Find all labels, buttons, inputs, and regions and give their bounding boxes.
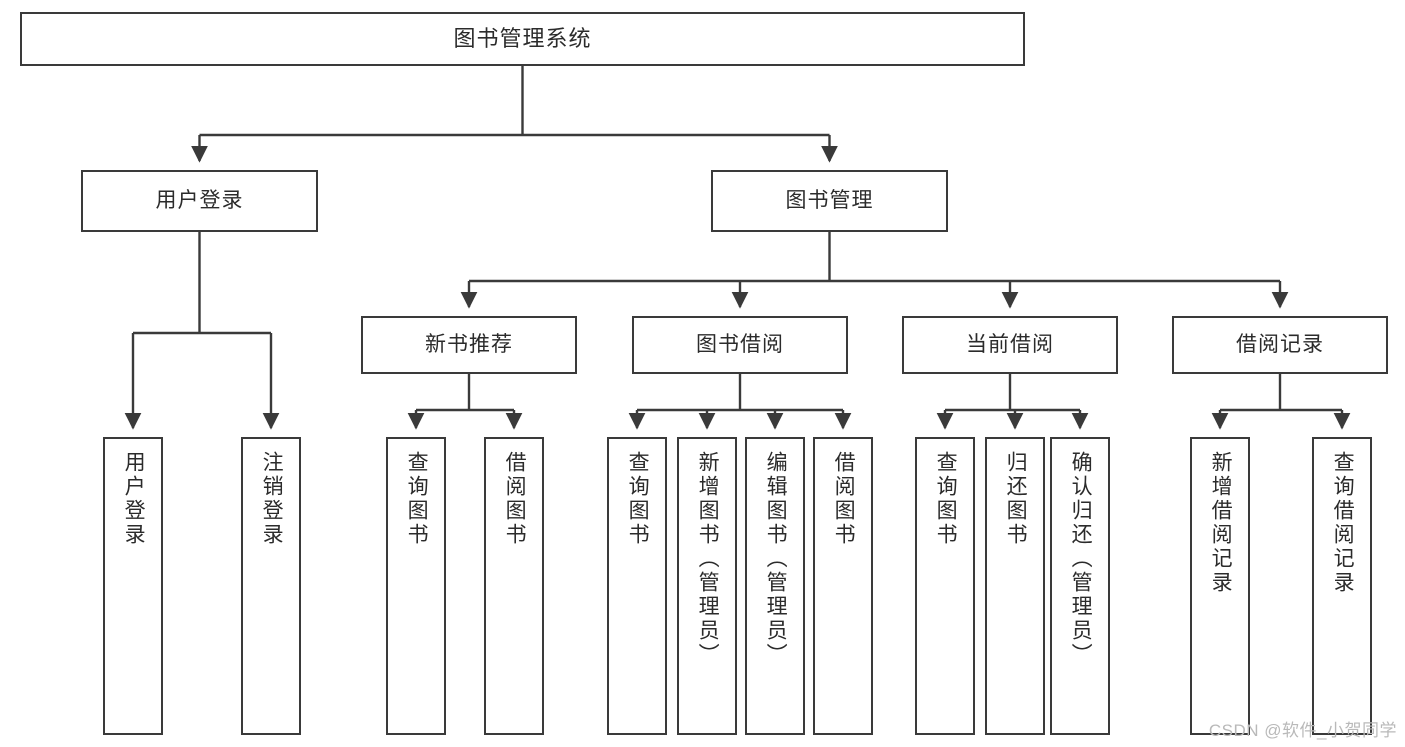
leaf-borrow-book-recommend[interactable]: 借阅图书 bbox=[484, 437, 544, 735]
leaf-add-book-admin[interactable]: 新增图书（管理员） bbox=[677, 437, 737, 735]
node-root[interactable]: 图书管理系统 bbox=[20, 12, 1025, 66]
leaf-query-borrow-record[interactable]: 查询借阅记录 bbox=[1312, 437, 1372, 735]
leaf-label: 查询图书 bbox=[626, 451, 650, 547]
leaf-label: 借阅图书 bbox=[503, 451, 527, 547]
node-user-login[interactable]: 用户登录 bbox=[81, 170, 318, 232]
node-book-borrow[interactable]: 图书借阅 bbox=[632, 316, 848, 374]
leaf-label: 归还图书 bbox=[1004, 451, 1028, 547]
leaf-user-logout[interactable]: 注销登录 bbox=[241, 437, 301, 735]
leaf-query-book-borrow[interactable]: 查询图书 bbox=[607, 437, 667, 735]
leaf-edit-book-admin[interactable]: 编辑图书（管理员） bbox=[745, 437, 805, 735]
leaf-label: 借阅图书 bbox=[832, 451, 856, 547]
leaf-label: 查询图书 bbox=[934, 451, 958, 547]
node-book-manage[interactable]: 图书管理 bbox=[711, 170, 948, 232]
leaf-borrow-book[interactable]: 借阅图书 bbox=[813, 437, 873, 735]
leaf-label: 编辑图书（管理员） bbox=[764, 451, 788, 667]
leaf-query-book-recommend[interactable]: 查询图书 bbox=[386, 437, 446, 735]
leaf-user-login[interactable]: 用户登录 bbox=[103, 437, 163, 735]
leaf-label: 新增图书（管理员） bbox=[696, 451, 720, 667]
node-borrow-record[interactable]: 借阅记录 bbox=[1172, 316, 1388, 374]
node-new-book-recommend[interactable]: 新书推荐 bbox=[361, 316, 577, 374]
leaf-label: 新增借阅记录 bbox=[1209, 451, 1233, 595]
leaf-add-borrow-record[interactable]: 新增借阅记录 bbox=[1190, 437, 1250, 735]
node-current-borrow[interactable]: 当前借阅 bbox=[902, 316, 1118, 374]
leaf-label: 查询图书 bbox=[405, 451, 429, 547]
leaf-label: 查询借阅记录 bbox=[1331, 451, 1355, 595]
leaf-label: 注销登录 bbox=[260, 451, 284, 547]
leaf-label: 用户登录 bbox=[122, 451, 146, 547]
leaf-confirm-return-admin[interactable]: 确认归还（管理员） bbox=[1050, 437, 1110, 735]
watermark: CSDN @软件_小贺同学 bbox=[1208, 721, 1397, 740]
leaf-query-book-current[interactable]: 查询图书 bbox=[915, 437, 975, 735]
leaf-label: 确认归还（管理员） bbox=[1069, 451, 1093, 667]
leaf-return-book[interactable]: 归还图书 bbox=[985, 437, 1045, 735]
